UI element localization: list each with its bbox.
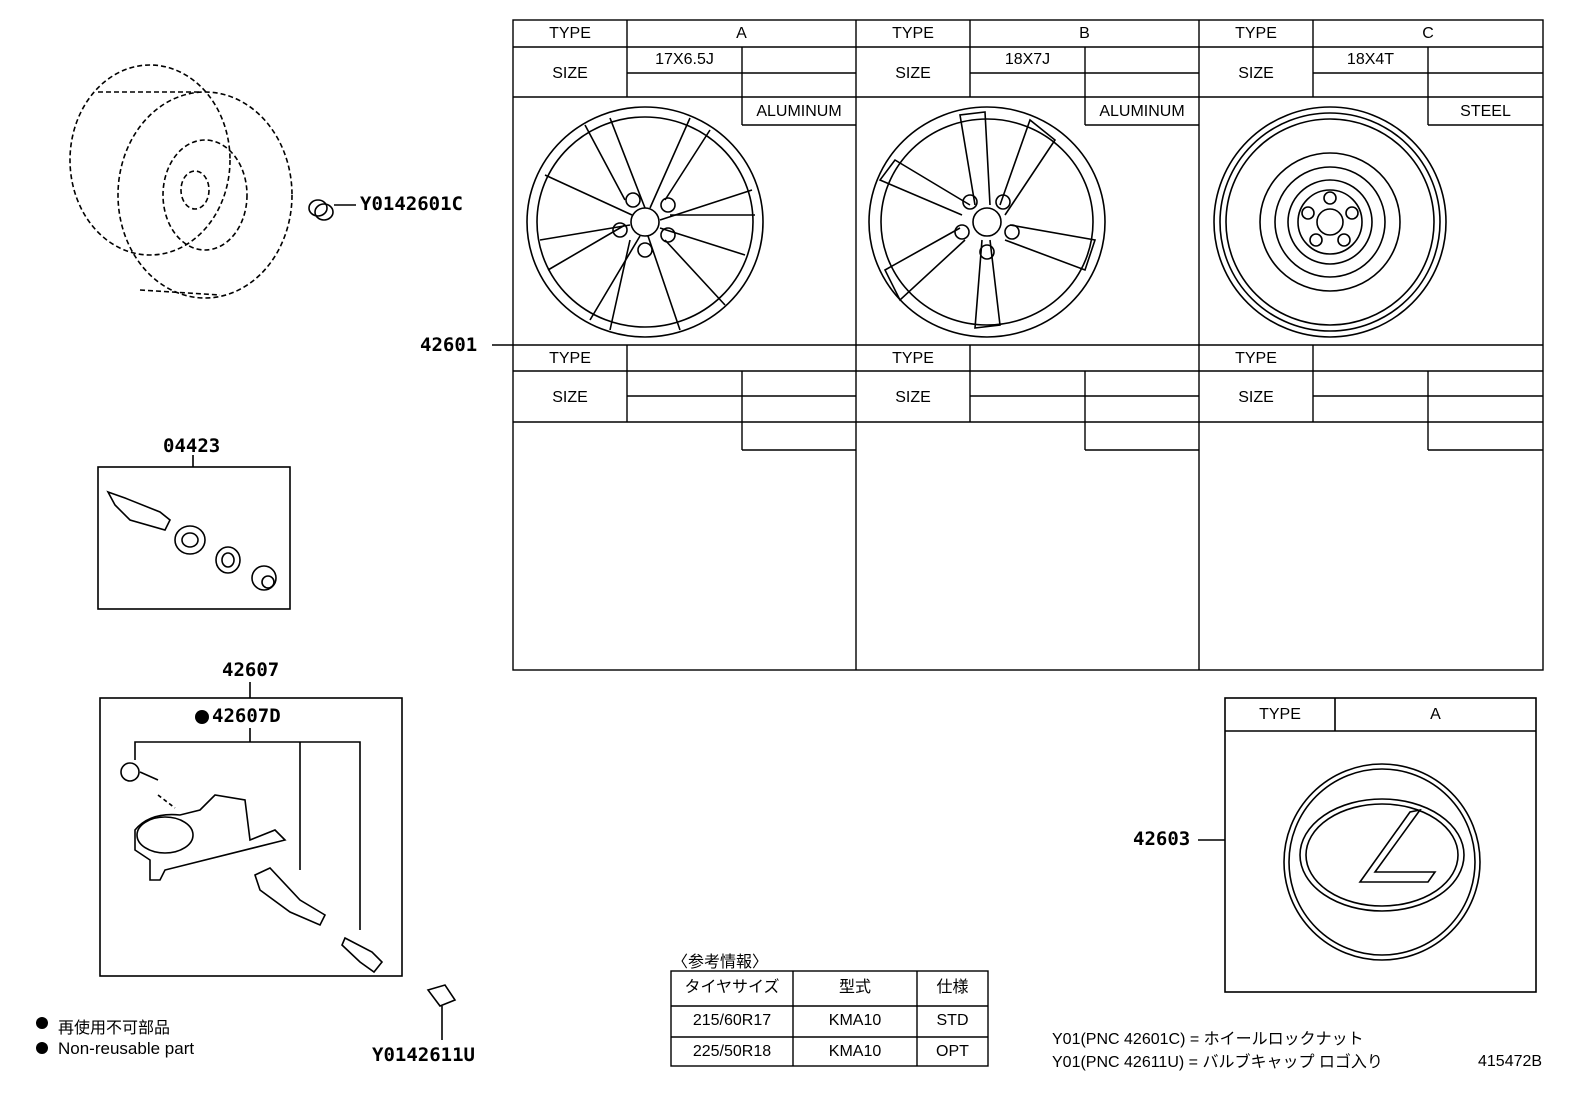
col-c-type-value: C bbox=[1422, 25, 1434, 42]
part-lock-nut-label: Y0142601C bbox=[360, 193, 463, 215]
part-valve-kit-label: 04423 bbox=[163, 435, 221, 457]
ref-header-tire-size: タイヤサイズ bbox=[684, 979, 780, 996]
col-a-size-value: 17X6.5J bbox=[655, 51, 714, 68]
col-c-size-label: SIZE bbox=[1238, 65, 1274, 82]
ref-row1-spec: STD bbox=[936, 1012, 969, 1029]
col-c-size-value: 18X4T bbox=[1346, 51, 1395, 68]
col-b-type-label: TYPE bbox=[892, 25, 934, 42]
legend-bullet-2 bbox=[36, 1042, 48, 1054]
wheel-a-illustration bbox=[526, 106, 764, 338]
part-center-cap-label: 42603 bbox=[1133, 828, 1191, 850]
col-b-type-label-2: TYPE bbox=[892, 350, 934, 367]
ref-header-model: 型式 bbox=[838, 979, 871, 996]
wheel-table-grid bbox=[512, 19, 1544, 671]
col-b-size-value: 18X7J bbox=[1004, 51, 1051, 68]
col-c-type-label-2: TYPE bbox=[1235, 350, 1277, 367]
col-c-material: STEEL bbox=[1460, 103, 1511, 120]
tpms-sensor-illustration bbox=[99, 682, 403, 977]
ref-row2-model: KMA10 bbox=[828, 1043, 882, 1060]
col-a-size-label-2: SIZE bbox=[552, 389, 588, 406]
col-b-type-value: B bbox=[1079, 25, 1090, 42]
col-c-size-label-2: SIZE bbox=[1238, 389, 1274, 406]
footnote-line-1: Y01(PNC 42601C) = ホイールロックナット bbox=[1052, 1031, 1364, 1048]
col-a-type-label: TYPE bbox=[549, 25, 591, 42]
legend-line-1: 再使用不可部品 bbox=[58, 1020, 171, 1037]
legend-line-2: Non-reusable part bbox=[58, 1039, 195, 1058]
ref-table-grid bbox=[670, 970, 989, 1067]
col-b-size-label: SIZE bbox=[895, 65, 931, 82]
ref-header-spec: 仕様 bbox=[936, 979, 969, 996]
cap-type-value: A bbox=[1430, 706, 1441, 723]
wheel-c-illustration bbox=[1213, 106, 1447, 338]
col-c-type-label: TYPE bbox=[1235, 25, 1277, 42]
col-b-size-label-2: SIZE bbox=[895, 389, 931, 406]
col-a-type-value: A bbox=[736, 25, 747, 42]
ref-row2-spec: OPT bbox=[936, 1043, 969, 1060]
lock-nut-icon bbox=[308, 199, 356, 221]
part-valve-cap-label: Y0142611U bbox=[372, 1044, 475, 1066]
part-sensor-sub-label: 42607D bbox=[212, 705, 281, 727]
diagram-id: 415472B bbox=[1478, 1053, 1543, 1070]
ref-row2-tire-size: 225/50R18 bbox=[692, 1043, 772, 1060]
cap-type-label: TYPE bbox=[1259, 706, 1301, 723]
valve-kit-illustration bbox=[97, 455, 291, 610]
col-a-size-label: SIZE bbox=[552, 65, 588, 82]
ref-info-title: 〈参考情報〉 bbox=[672, 954, 769, 971]
col-a-material: ALUMINUM bbox=[756, 103, 842, 120]
non-reusable-marker bbox=[195, 710, 209, 724]
tire-illustration bbox=[69, 64, 293, 299]
col-b-material: ALUMINUM bbox=[1099, 103, 1185, 120]
ref-row1-model: KMA10 bbox=[828, 1012, 882, 1029]
valve-cap-icon bbox=[426, 984, 457, 1040]
wheel-b-illustration bbox=[868, 106, 1106, 338]
center-cap-illustration bbox=[1198, 697, 1537, 993]
legend-bullet-1 bbox=[36, 1017, 48, 1029]
part-sensor-label: 42607 bbox=[222, 659, 280, 681]
part-wheel-label: 42601 bbox=[420, 334, 478, 356]
ref-row1-tire-size: 215/60R17 bbox=[692, 1012, 772, 1029]
col-a-type-label-2: TYPE bbox=[549, 350, 591, 367]
footnote-line-2: Y01(PNC 42611U) = バルブキャップ ロゴ入り bbox=[1052, 1054, 1383, 1071]
